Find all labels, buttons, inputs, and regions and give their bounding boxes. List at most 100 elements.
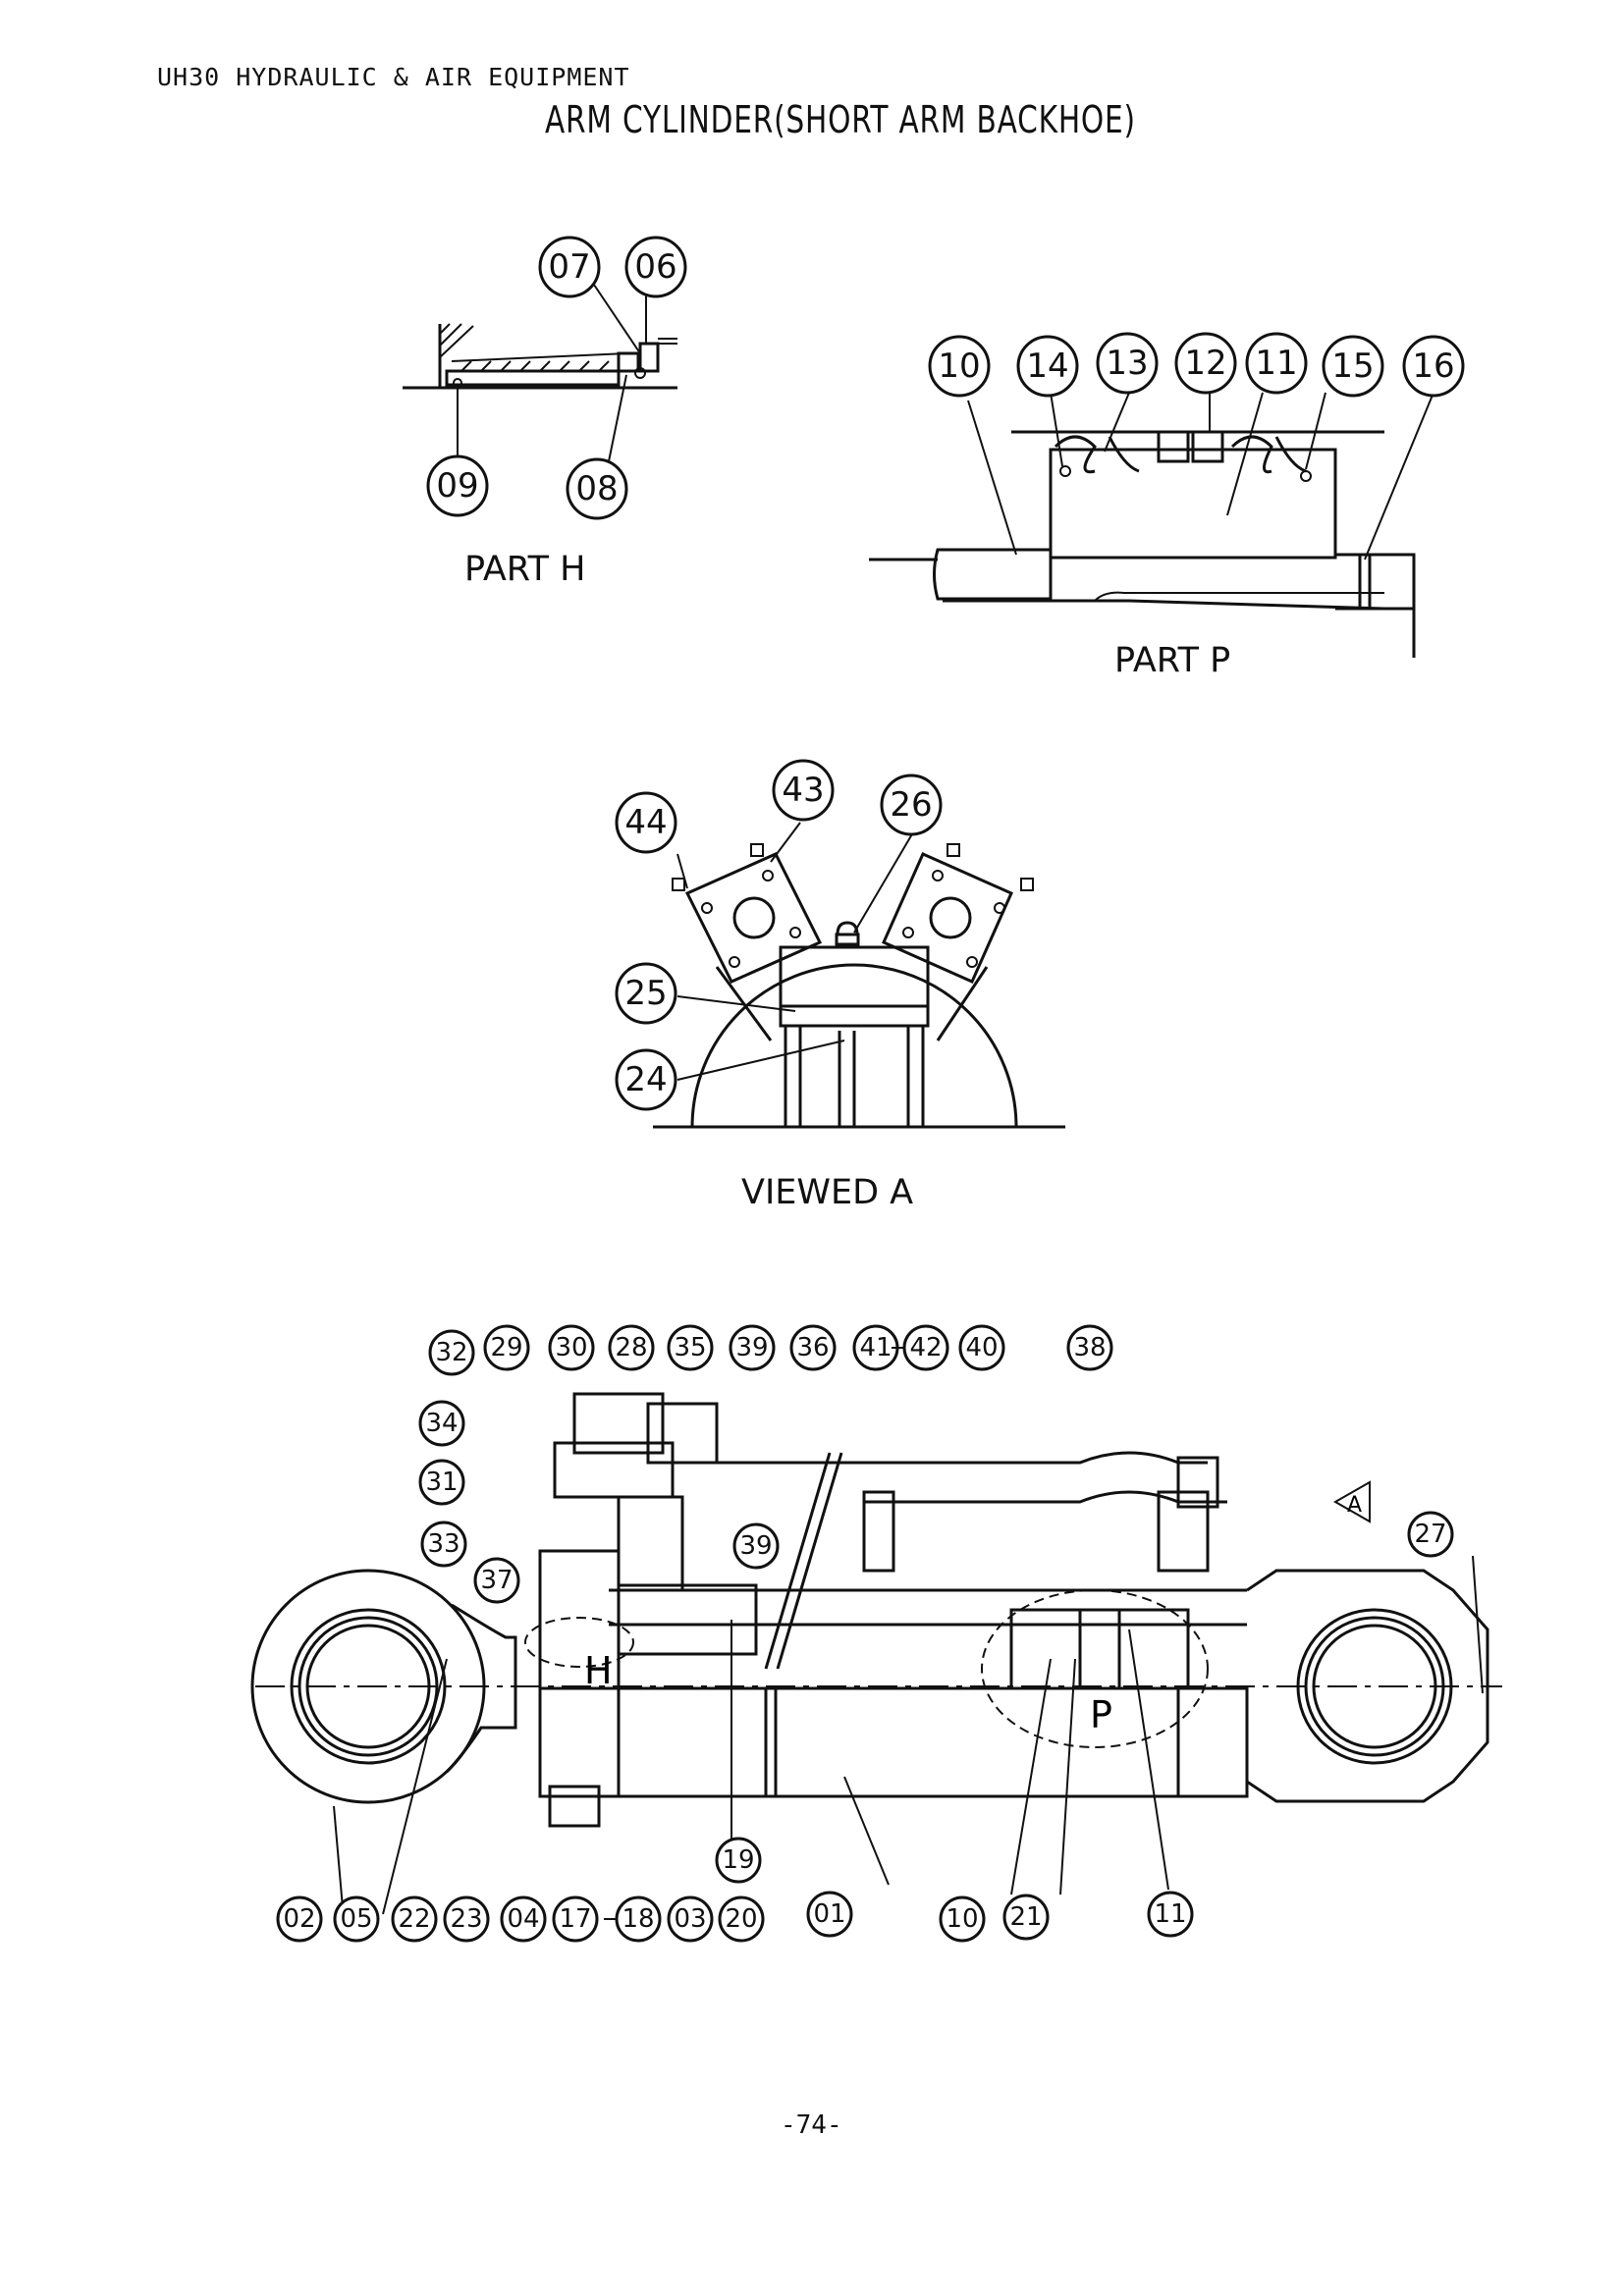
callout-27: 27 (1407, 1511, 1454, 1558)
svg-text:28: 28 (615, 1333, 647, 1362)
callout-03: 03 (667, 1896, 714, 1943)
document-subtitle: UH30 HYDRAULIC & AIR EQUIPMENT (157, 63, 630, 91)
svg-text:13: 13 (1106, 344, 1148, 383)
part-h-callouts: 07 06 09 08 (426, 236, 687, 520)
callout-10: 10 (928, 335, 991, 398)
callout-07: 07 (538, 236, 601, 298)
svg-text:04: 04 (507, 1904, 539, 1934)
svg-text:21: 21 (1009, 1902, 1042, 1932)
svg-text:10: 10 (938, 347, 980, 386)
callout-44: 44 (615, 791, 677, 854)
callout-30: 30 (548, 1324, 595, 1371)
svg-text:36: 36 (796, 1333, 829, 1362)
callout-09: 09 (426, 454, 489, 517)
svg-text:19: 19 (722, 1845, 754, 1875)
svg-text:40: 40 (965, 1333, 998, 1362)
callout-11b: 11 (1147, 1891, 1194, 1938)
svg-text:39: 39 (735, 1333, 768, 1362)
main-left-callouts: 34 31 33 37 39 27 (418, 1400, 1454, 1604)
svg-text:35: 35 (674, 1333, 706, 1362)
svg-text:23: 23 (450, 1904, 482, 1934)
svg-text:08: 08 (575, 469, 618, 508)
callout-39: 39 (729, 1324, 776, 1371)
callout-32: 32 (428, 1329, 475, 1376)
svg-text:38: 38 (1073, 1333, 1106, 1362)
svg-text:25: 25 (624, 974, 667, 1013)
callout-37: 37 (473, 1557, 520, 1604)
svg-text:14: 14 (1026, 347, 1068, 386)
svg-text:16: 16 (1412, 347, 1454, 386)
callout-25: 25 (615, 962, 677, 1025)
callout-21: 21 (1002, 1894, 1050, 1941)
main-top-callouts: 32 29 30 28 35 39 36 41 42 40 38 (428, 1324, 1113, 1376)
svg-text:39: 39 (739, 1531, 772, 1561)
svg-text:44: 44 (624, 803, 667, 842)
svg-text:41: 41 (859, 1333, 892, 1362)
callout-10b: 10 (939, 1896, 986, 1943)
svg-text:27: 27 (1414, 1520, 1446, 1549)
svg-text:10: 10 (946, 1904, 978, 1934)
cylinder-assembly (250, 1392, 1502, 1920)
callout-29: 29 (483, 1324, 530, 1371)
svg-text:12: 12 (1184, 344, 1226, 383)
svg-text:33: 33 (427, 1529, 460, 1559)
callout-34: 34 (418, 1400, 465, 1447)
callout-05: 05 (333, 1896, 380, 1943)
part-h-detail (403, 284, 677, 462)
svg-text:09: 09 (436, 466, 478, 506)
svg-text:02: 02 (283, 1904, 315, 1934)
part-p-detail (869, 392, 1434, 658)
svg-text:11: 11 (1154, 1899, 1186, 1929)
svg-text:26: 26 (890, 785, 932, 825)
callout-36: 36 (789, 1324, 837, 1371)
main-bottom-callouts: 19 02 05 22 23 04 17 18 03 20 01 10 21 1… (276, 1837, 1194, 1943)
callout-26: 26 (880, 774, 943, 836)
viewed-a-caption: VIEWED A (741, 1173, 914, 1212)
document-title: ARM CYLINDER(SHORT ARM BACKHOE) (545, 98, 1136, 141)
callout-17: 17 (552, 1896, 599, 1943)
callout-42: 42 (902, 1324, 949, 1371)
callout-23: 23 (443, 1896, 490, 1943)
svg-text:34: 34 (425, 1409, 458, 1438)
callout-15: 15 (1322, 335, 1384, 398)
callout-16: 16 (1402, 335, 1465, 398)
callout-22: 22 (391, 1896, 438, 1943)
svg-text:11: 11 (1255, 344, 1297, 383)
callout-19: 19 (715, 1837, 762, 1884)
part-p-caption: PART P (1114, 641, 1231, 680)
svg-text:31: 31 (425, 1468, 458, 1497)
svg-text:01: 01 (813, 1899, 845, 1929)
callout-04: 04 (500, 1896, 547, 1943)
viewed-a-detail (653, 822, 1065, 1129)
svg-text:18: 18 (622, 1904, 654, 1934)
callout-11: 11 (1245, 332, 1308, 395)
svg-text:42: 42 (909, 1333, 942, 1362)
marker-h: H (584, 1649, 613, 1692)
svg-text:30: 30 (555, 1333, 587, 1362)
callout-28: 28 (608, 1324, 655, 1371)
marker-a: A (1347, 1493, 1362, 1518)
callout-08: 08 (566, 457, 628, 520)
callout-24: 24 (615, 1048, 677, 1111)
svg-text:15: 15 (1331, 347, 1374, 386)
callout-20: 20 (718, 1896, 765, 1943)
callout-39b: 39 (732, 1522, 780, 1570)
callout-41: 41 (852, 1324, 899, 1371)
callout-35: 35 (667, 1324, 714, 1371)
callout-33: 33 (420, 1521, 467, 1568)
callout-31: 31 (418, 1459, 465, 1506)
callout-14: 14 (1016, 335, 1079, 398)
callout-13: 13 (1096, 332, 1159, 395)
svg-text:43: 43 (782, 771, 824, 810)
part-h-caption: PART H (464, 550, 586, 589)
svg-text:07: 07 (548, 247, 590, 287)
svg-text:29: 29 (490, 1333, 522, 1362)
svg-text:20: 20 (725, 1904, 757, 1934)
callout-38: 38 (1066, 1324, 1113, 1371)
svg-text:03: 03 (674, 1904, 706, 1934)
callout-06: 06 (624, 236, 687, 298)
viewed-a-callouts: 44 43 26 25 24 (615, 759, 943, 1111)
svg-text:05: 05 (340, 1904, 372, 1934)
part-p-callouts: 10 14 13 12 11 15 16 (928, 332, 1465, 398)
